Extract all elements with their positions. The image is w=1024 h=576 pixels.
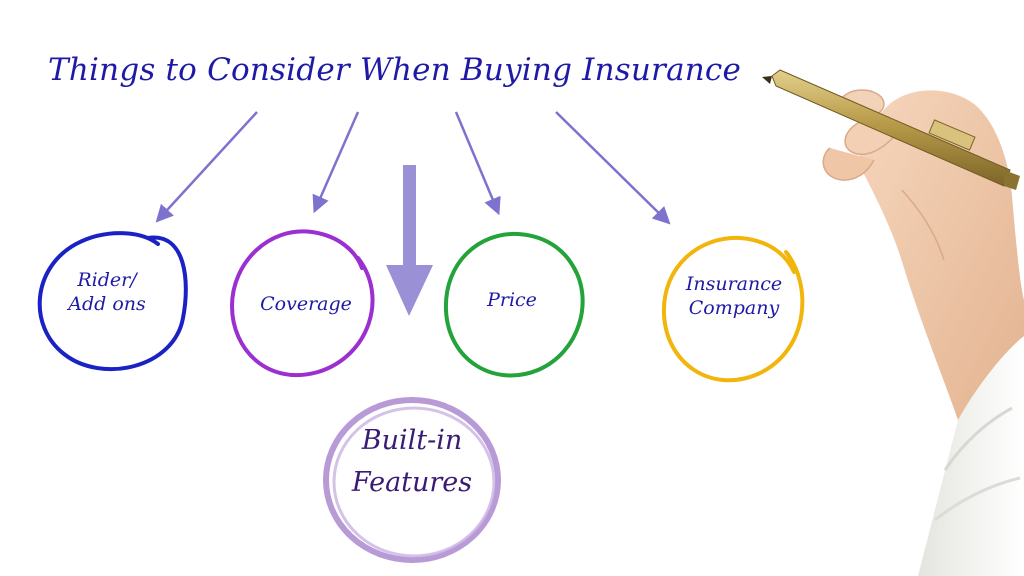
insurance-company-circle <box>661 235 805 383</box>
built-in-features-inner-ring <box>332 406 496 558</box>
hand-with-pen-image <box>762 69 1024 576</box>
rider-label-line: Rider/ <box>76 269 138 291</box>
coverage-label-line: Coverage <box>260 293 352 315</box>
diagram-title: Things to Consider When Buying Insurance <box>48 52 741 88</box>
arrow-to-coverage <box>312 111 360 214</box>
arrow-to-rider <box>155 111 258 223</box>
insurance-company-label-line: Company <box>689 297 780 319</box>
price-label: Price <box>486 289 537 311</box>
node-price: Price <box>443 231 585 378</box>
node-rider: Rider/Add ons <box>37 231 188 372</box>
pen-shape <box>762 69 1020 190</box>
insurance-company-label-line: Insurance <box>685 273 782 295</box>
arrow-to-insurance-company <box>555 111 671 225</box>
built-in-features-label-line: Built-in <box>361 425 463 456</box>
coverage-circle <box>229 229 375 378</box>
price-label-line: Price <box>486 289 537 311</box>
built-in-features-circle <box>323 397 501 563</box>
rider-label: Rider/Add ons <box>66 269 146 315</box>
node-coverage: Coverage <box>229 229 375 378</box>
coverage-label: Coverage <box>260 293 352 315</box>
price-circle <box>443 231 585 378</box>
built-in-features-label-line: Features <box>351 467 472 498</box>
rider-circle <box>37 231 188 372</box>
sleeve-shape <box>918 328 1024 576</box>
arrow-to-price <box>454 111 501 216</box>
rider-label-line: Add ons <box>66 293 146 315</box>
arrow-to-built-in-features <box>386 165 433 316</box>
arrows-group <box>155 111 671 316</box>
